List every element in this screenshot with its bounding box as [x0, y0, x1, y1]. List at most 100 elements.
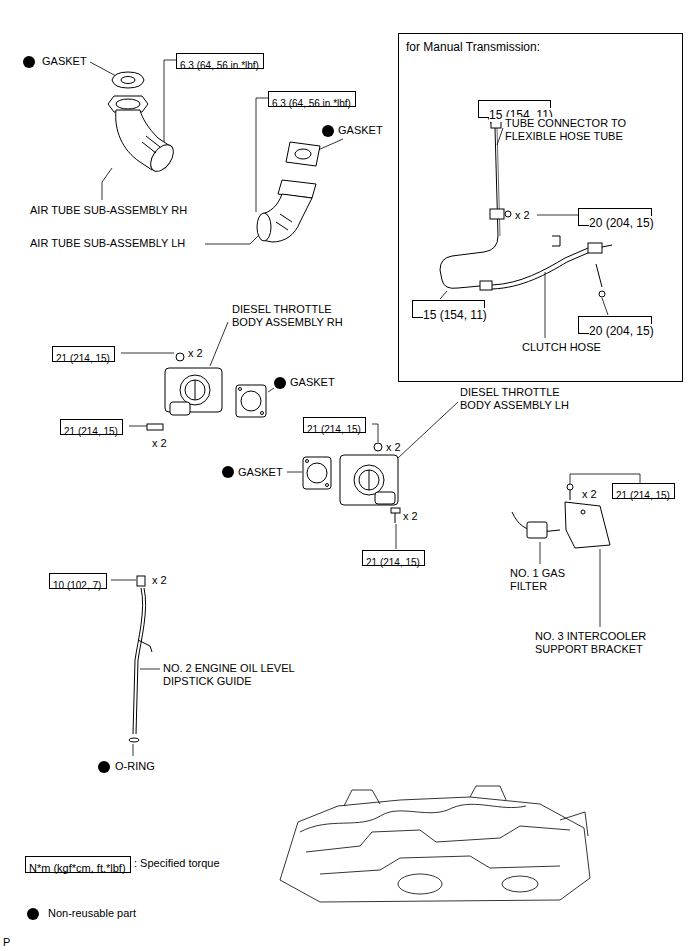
part-label: GASKET [42, 55, 87, 68]
transmission-panel: for Manual Transmission:15 (154, 11)20 (… [398, 33, 683, 382]
throttle-body-rh [147, 353, 266, 430]
engine-illustration [280, 786, 590, 902]
leader-line [121, 353, 174, 354]
leader-line [256, 98, 268, 212]
gas-filter-bracket [527, 522, 547, 538]
throttle-body-lh [340, 455, 398, 505]
leader-line [205, 236, 258, 244]
dipstick-guide [129, 576, 152, 742]
part-label: NO. 3 INTERCOOLER SUPPORT BRACKET [535, 630, 680, 656]
leader-line [164, 60, 176, 145]
quantity-label: x 2 [386, 441, 401, 454]
torque-value: 6.3 (64, 56 in.*lbf) [180, 60, 259, 72]
torque-value: 21 (214, 15) [56, 353, 110, 365]
torque-value: 6.3 (64, 56 in.*lbf) [272, 98, 351, 110]
clutch-line [497, 128, 500, 236]
torque-value: 21 (214, 15) [616, 490, 670, 502]
throttle-body-rh [239, 388, 242, 391]
quantity-label: x 2 [515, 209, 530, 222]
leader-line [133, 744, 134, 756]
leader-line [102, 168, 112, 200]
leader-line [602, 298, 608, 315]
non-reusable-mark [222, 466, 234, 478]
leader-line [210, 322, 228, 366]
engine-illustration [320, 856, 560, 874]
clutch-line [492, 252, 590, 289]
throttle-body-lh [369, 470, 370, 490]
clutch-line [602, 245, 612, 247]
leader-line [545, 272, 546, 338]
quantity-label: x 2 [188, 347, 203, 360]
leader-line [111, 580, 136, 581]
leader-line [372, 424, 378, 442]
quantity-label: x 2 [403, 510, 418, 523]
figure-code: P [3, 936, 10, 949]
torque-box: 21 (214, 15) [60, 419, 123, 435]
part-label: GASKET [290, 376, 335, 389]
throttle-body-lh [303, 443, 400, 523]
torque-box: 10 (102, 7) [49, 573, 107, 589]
throttle-body-lh [359, 470, 379, 490]
leader-line [90, 62, 116, 76]
dipstick-guide [129, 738, 139, 742]
torque-value: 21 (214, 15) [64, 426, 118, 438]
torque-value: 21 (214, 15) [307, 424, 361, 436]
throttle-body-rh [261, 412, 264, 415]
part-label: GASKET [238, 466, 283, 479]
leader-line [398, 402, 458, 458]
non-reusable-mark [23, 56, 334, 920]
part-label: AIR TUBE SUB-ASSEMBLY RH [30, 204, 187, 217]
leader-line [318, 139, 343, 150]
gas-filter-bracket [581, 510, 585, 514]
legend-note: : Specified torque [134, 857, 220, 870]
air-tube-lh [286, 142, 320, 166]
part-label: NO. 1 GAS FILTER [510, 567, 585, 593]
clutch-line [492, 248, 588, 285]
torque-value: 20 (204, 15) [589, 216, 654, 230]
leader-line [497, 128, 503, 145]
clutch-line [480, 281, 492, 290]
throttle-body-lh [391, 508, 400, 513]
torque-box: 21 (214, 15) [362, 550, 425, 566]
clutch-line [552, 236, 560, 246]
leader-line [600, 549, 601, 627]
torque-box: 20 (204, 15) [578, 316, 652, 334]
leader-line [396, 524, 397, 549]
leader-line [268, 388, 274, 392]
legend-text: Non-reusable part [48, 907, 136, 920]
air-tube-rh [108, 72, 178, 175]
part-label: TUBE CONNECTOR TO FLEXIBLE HOSE TUBE [505, 117, 680, 143]
air-tube-rh [121, 77, 135, 84]
torque-box: 15 (154, 11) [412, 300, 485, 318]
part-label: DIESEL THROTTLE BODY ASSEMBLY RH [232, 303, 357, 329]
air-tube-rh [116, 99, 140, 109]
engine-illustration [280, 797, 590, 902]
throttle-body-rh [180, 375, 210, 405]
torque-value: N*m (kgf*cm, ft.*lbf) [29, 862, 126, 875]
air-tube-lh [276, 214, 292, 230]
leader-line [287, 472, 302, 473]
torque-unit-box: N*m (kgf*cm, ft.*lbf) [25, 856, 131, 873]
leader-line [140, 669, 160, 670]
torque-value: 10 (102, 7) [53, 580, 101, 592]
engine-illustration [300, 804, 526, 832]
throttle-body-lh [374, 443, 382, 451]
throttle-body-rh [236, 385, 266, 417]
engine-illustration [502, 876, 538, 892]
air-tube-rh [146, 141, 178, 176]
quantity-label: x 2 [152, 574, 167, 587]
engine-illustration [560, 812, 588, 836]
gas-filter-bracket [570, 490, 571, 500]
gas-filter-bracket [567, 484, 573, 490]
engine-illustration [470, 786, 506, 800]
clutch-line [599, 291, 605, 297]
non-reusable-mark [274, 377, 286, 389]
engine-illustration [344, 790, 380, 806]
gas-filter-bracket [565, 502, 610, 548]
leader-line [540, 542, 541, 564]
dipstick-guide [136, 588, 146, 734]
clutch-line [588, 243, 602, 253]
torque-box: 21 (214, 15) [303, 417, 366, 433]
torque-box: 15 (154, 11) [478, 100, 551, 118]
leader-line [440, 291, 447, 299]
